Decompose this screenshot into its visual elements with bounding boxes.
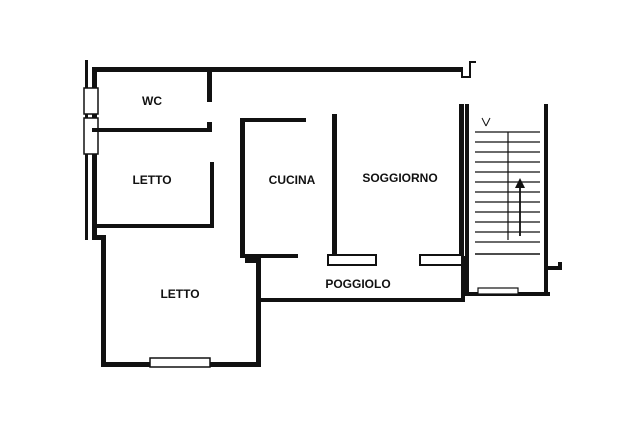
- room-label-soggiorno: SOGGIORNO: [362, 171, 437, 185]
- outer-walls: [83, 60, 476, 368]
- room-label-cucina: CUCINA: [269, 173, 316, 187]
- stairwell: [465, 104, 562, 296]
- room-label-letto-lower: LETTO: [160, 287, 199, 301]
- room-label-letto-upper: LETTO: [132, 173, 171, 187]
- room-label-poggiolo: POGGIOLO: [325, 277, 390, 291]
- interior-walls: [92, 67, 464, 266]
- room-label-wc: WC: [142, 94, 162, 108]
